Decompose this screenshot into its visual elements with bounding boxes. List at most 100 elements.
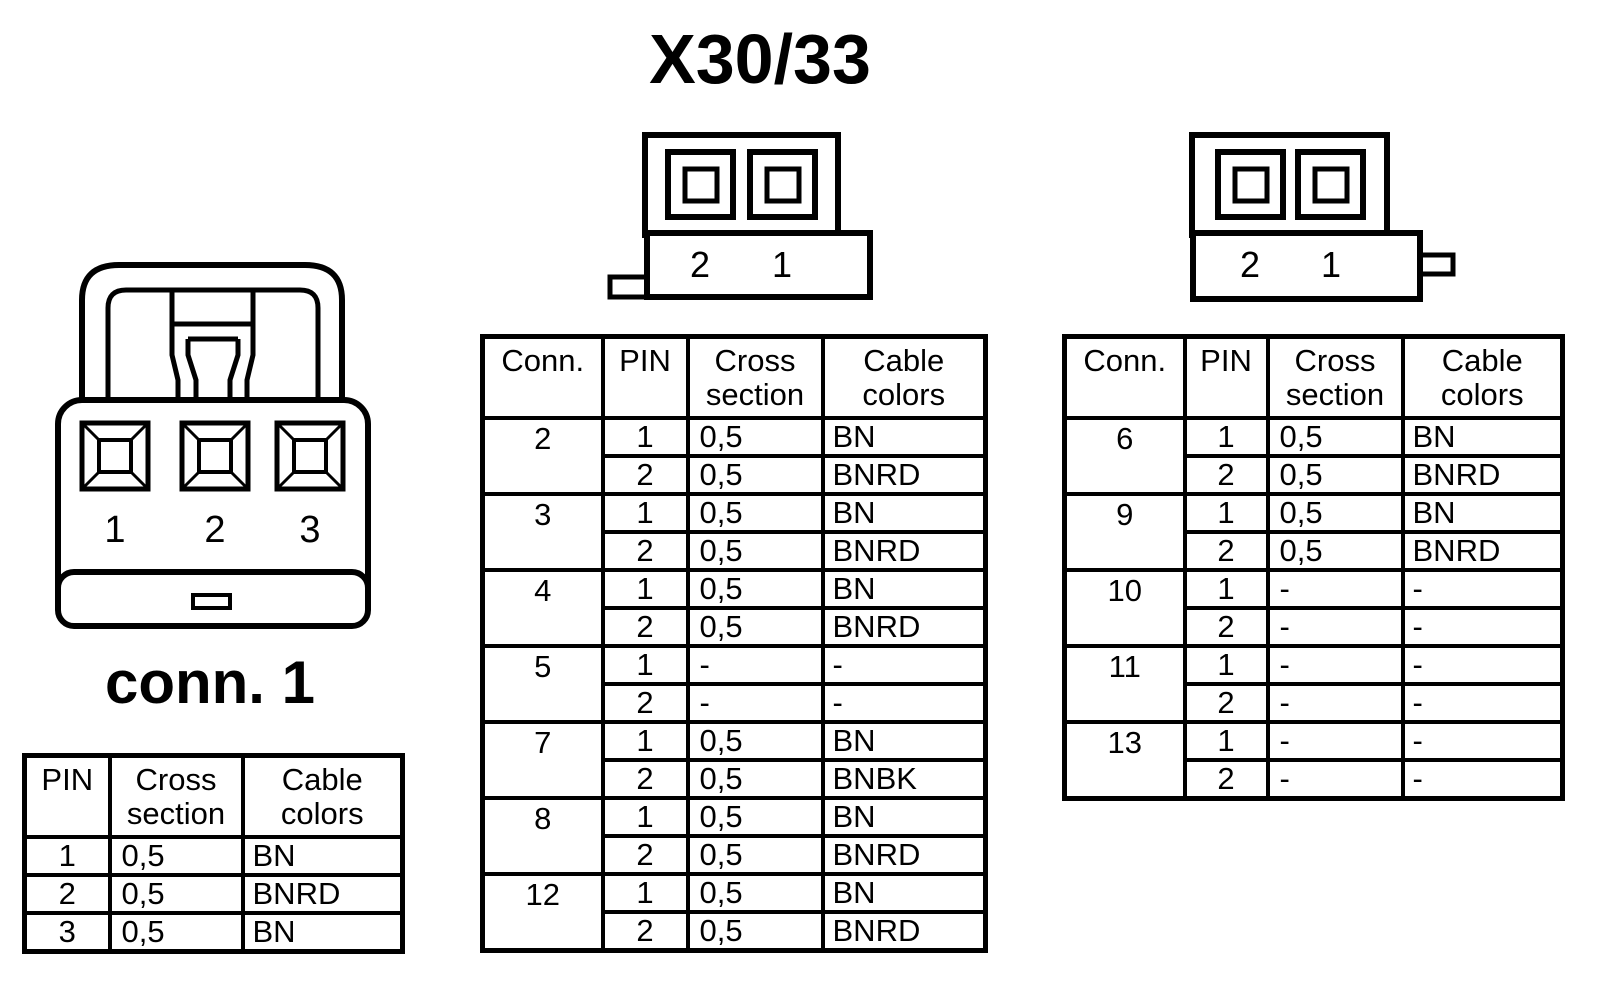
color-cell: BNRD: [820, 834, 988, 876]
cross-cell: 0,5: [685, 910, 825, 953]
pin-cavity-1: [79, 420, 151, 492]
cross-cell: 0,5: [1265, 530, 1405, 572]
conn-cell: 8: [480, 796, 605, 876]
pin-cavity-2: [1215, 149, 1286, 220]
cross-cell: -: [685, 682, 825, 724]
conn-cell: 6: [1062, 416, 1187, 496]
column-header-cross: Cross section: [107, 753, 245, 839]
connector-base: [644, 230, 873, 300]
latch-inner-outline: [105, 287, 321, 403]
pin-label: 2: [204, 509, 225, 551]
pin-cavity-3: [274, 420, 346, 492]
pin-cell: 2: [600, 834, 690, 876]
conn-cell: 2: [480, 416, 605, 496]
color-cell: BN: [1400, 416, 1565, 458]
pin-label: 1: [1321, 244, 1341, 285]
color-cell: -: [1400, 568, 1565, 610]
two-pin-connector-drawing-right: 2 1: [1189, 132, 1456, 302]
pin-cell: 1: [1182, 644, 1270, 686]
conn-cell: 9: [1062, 492, 1187, 572]
cross-cell: 0,5: [685, 568, 825, 610]
conn-cell: 12: [480, 872, 605, 953]
pin-label: 2: [1240, 244, 1260, 285]
column-header-pin: PIN: [1182, 334, 1270, 420]
color-cell: -: [1400, 682, 1565, 724]
pin-cell: 2: [600, 682, 690, 724]
pin-cell: 2: [600, 530, 690, 572]
pin-cell: 1: [600, 720, 690, 762]
connector-pins: [665, 149, 818, 220]
cross-cell: -: [1265, 720, 1405, 762]
color-cell: BNRD: [820, 910, 988, 953]
color-cell: BNBK: [820, 758, 988, 800]
pin-cell: 1: [600, 416, 690, 458]
connector-base: [1190, 230, 1423, 302]
color-cell: BNRD: [240, 873, 405, 915]
column-header-color: Cable colors: [1400, 334, 1565, 420]
cross-cell: 0,5: [685, 530, 825, 572]
connector-1-caption: conn. 1: [104, 649, 316, 716]
column-header-color: Cable colors: [820, 334, 988, 420]
pin-label: 3: [299, 509, 320, 551]
pin-cell: 2: [1182, 682, 1270, 724]
cross-cell: 0,5: [685, 720, 825, 762]
pin-cell: 1: [1182, 720, 1270, 762]
cross-cell: 0,5: [1265, 492, 1405, 534]
pin-cell: 1: [600, 796, 690, 838]
pin-terminal-1: [1312, 166, 1350, 204]
pin-cavity-1: [1295, 149, 1366, 220]
color-cell: BN: [820, 492, 988, 534]
column-header-cross: Cross section: [685, 334, 825, 420]
pin-cell: 2: [1182, 758, 1270, 801]
column-header-pin: PIN: [22, 753, 112, 839]
color-cell: BN: [240, 835, 405, 877]
connector-1-latch: [79, 262, 345, 405]
connector-1-pins: [79, 420, 346, 492]
page-title: X30/33: [649, 20, 871, 98]
pin-terminal-1: [764, 166, 802, 204]
cross-cell: -: [1265, 682, 1405, 724]
pin-cell: 2: [1182, 530, 1270, 572]
cross-cell: 0,5: [685, 872, 825, 914]
cross-cell: -: [1265, 644, 1405, 686]
conn-cell: 3: [480, 492, 605, 572]
cross-cell: 0,5: [107, 911, 245, 954]
pin-cell: 3: [22, 911, 112, 954]
conn-cell: 5: [480, 644, 605, 724]
cross-cell: 0,5: [685, 796, 825, 838]
connector-1-key-slot: [191, 593, 232, 610]
cross-cell: 0,5: [685, 834, 825, 876]
cross-cell: 0,5: [1265, 454, 1405, 496]
pin-label: 1: [772, 244, 792, 285]
color-cell: BNRD: [820, 530, 988, 572]
table-row: 2--: [483, 682, 988, 724]
pin-cavity-1: [747, 149, 818, 220]
latch-outer-outline: [79, 262, 345, 403]
color-cell: -: [1400, 758, 1565, 801]
pin-terminal-2: [1232, 166, 1270, 204]
pin-cell: 1: [600, 568, 690, 610]
table-row: 2--: [1065, 606, 1565, 648]
pin-cell: 1: [600, 492, 690, 534]
color-cell: BNRD: [1400, 530, 1565, 572]
color-cell: BN: [1400, 492, 1565, 534]
